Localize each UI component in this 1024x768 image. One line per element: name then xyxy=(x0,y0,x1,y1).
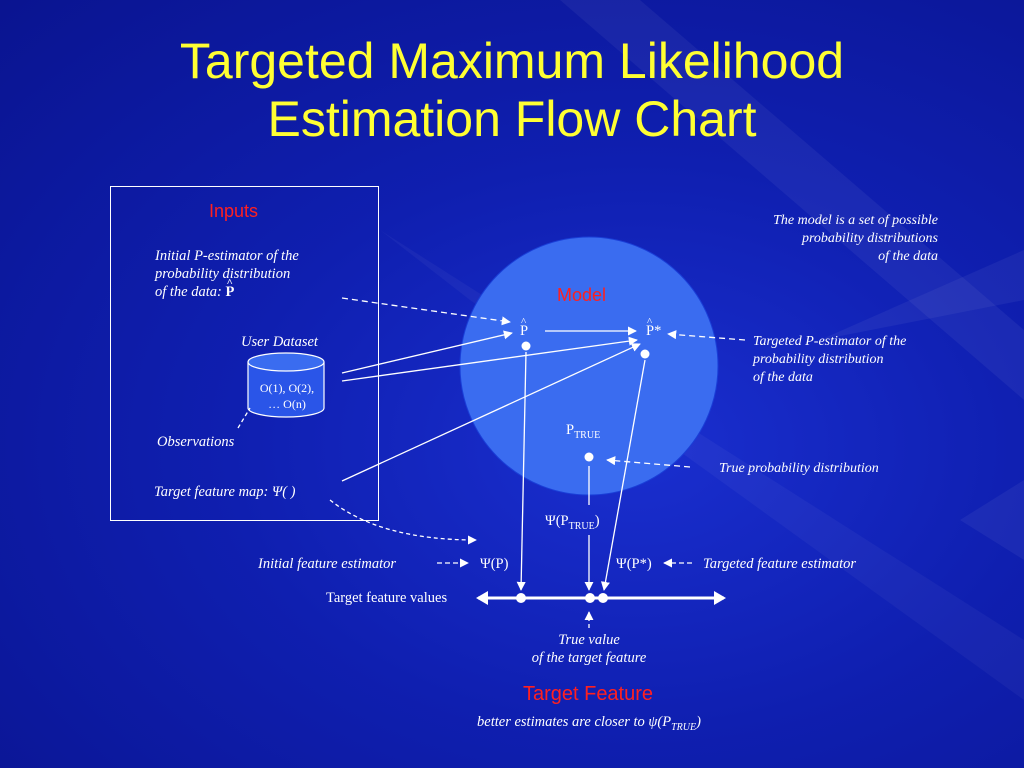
cylinder-line-2: … O(n) xyxy=(268,397,306,411)
title-line-2: Estimation Flow Chart xyxy=(267,91,757,147)
arrow-dataset-to-phat xyxy=(341,330,513,374)
initial-feature-label: Initial feature estimator xyxy=(258,556,397,572)
phat-label: P xyxy=(520,313,528,340)
p-hat-symbol: P xyxy=(225,274,234,301)
targeted-note-line-1: Targeted P-estimator of the xyxy=(753,334,907,349)
value-dot-initial xyxy=(516,593,526,603)
observations-label: Observations xyxy=(157,434,235,450)
title-line-1: Targeted Maximum Likelihood xyxy=(179,33,845,89)
caption-sub: TRUE xyxy=(671,721,697,733)
pstar-label: P* xyxy=(646,313,661,340)
arrow-dataset-to-pstar xyxy=(341,336,638,382)
value-dot-targeted xyxy=(598,593,608,603)
arrow-phat-down xyxy=(516,351,527,591)
arrow-pstar-down xyxy=(600,359,646,591)
psi-phat-label: Ψ(P) xyxy=(480,556,509,572)
pstar-dot xyxy=(640,349,650,359)
arrow-map-to-pstar xyxy=(341,343,641,482)
true-value-line-1: True value xyxy=(558,632,620,648)
model-note: The model is a set of possible probabili… xyxy=(700,212,938,266)
phat-dot xyxy=(521,341,531,351)
target-feature-heading: Target Feature xyxy=(522,683,654,705)
cylinder-line-1: O(1), O(2), xyxy=(259,381,315,395)
initial-estimator-text: Initial P-estimator of the probability d… xyxy=(155,247,299,301)
psi-true-close: ) xyxy=(594,513,600,529)
caption-pre: better estimates are closer to ψ(P xyxy=(477,714,672,730)
arrow-targeted-label xyxy=(667,330,746,341)
targeted-note-line-2: probability distribution xyxy=(753,352,884,367)
model-heading: Model xyxy=(557,285,607,305)
model-note-line-1: The model is a set of possible xyxy=(773,213,938,228)
arrow-true-dist-label xyxy=(606,456,691,468)
targeted-estimator-note: Targeted P-estimator of the probability … xyxy=(753,333,906,387)
initial-estimator-line-3: of the data: P xyxy=(155,274,299,301)
ptrue-base: P xyxy=(566,422,575,438)
psi-true-label: Ψ(PTRUE) xyxy=(545,512,600,536)
ptrue-dot xyxy=(584,452,594,462)
ptrue-label: PTRUE xyxy=(566,421,600,445)
inputs-panel xyxy=(110,186,379,521)
target-map-label: Target feature map: Ψ( ) xyxy=(154,484,296,500)
targeted-feature-label: Targeted feature estimator xyxy=(703,556,857,572)
caption-post: ) xyxy=(696,714,701,730)
model-note-line-2: probability distributions xyxy=(802,231,938,246)
phat-label-text: P xyxy=(520,313,528,340)
target-values-label: Target feature values xyxy=(326,590,448,606)
initial-estimator-line-1: Initial P-estimator of the xyxy=(155,248,299,264)
model-note-line-3: of the data xyxy=(878,249,938,264)
true-value-label: True value of the target feature xyxy=(489,631,689,667)
cylinder-text: O(1), O(2), … O(n) xyxy=(246,380,328,412)
psi-true-base: Ψ(P xyxy=(545,513,569,529)
true-value-line-2: of the target feature xyxy=(531,650,647,666)
value-dot-true xyxy=(585,593,595,603)
initial-estimator-line-3-text: of the data: xyxy=(155,284,226,300)
axis-right-arrowhead xyxy=(714,591,726,605)
inputs-heading: Inputs xyxy=(209,201,259,221)
psi-true-sub: TRUE xyxy=(568,520,595,532)
observations-connector xyxy=(237,407,251,429)
arrow-initial-to-phat xyxy=(341,297,511,326)
targeted-note-line-3: of the data xyxy=(753,370,813,385)
pstar-label-text: P* xyxy=(646,313,661,340)
psi-pstar-label: Ψ(P*) xyxy=(616,556,652,572)
true-dist-label: True probability distribution xyxy=(719,461,879,476)
arrow-map-to-features xyxy=(329,499,477,545)
target-feature-caption: better estimates are closer to ψ(PTRUE) xyxy=(0,713,1024,737)
slide-title: Targeted Maximum Likelihood Estimation F… xyxy=(0,32,1024,148)
ptrue-sub: TRUE xyxy=(574,429,601,441)
axis-left-arrowhead xyxy=(476,591,488,605)
initial-estimator-line-2: probability distribution xyxy=(155,266,291,282)
dataset-cylinder-icon xyxy=(247,352,325,418)
user-dataset-label: User Dataset xyxy=(241,334,318,350)
